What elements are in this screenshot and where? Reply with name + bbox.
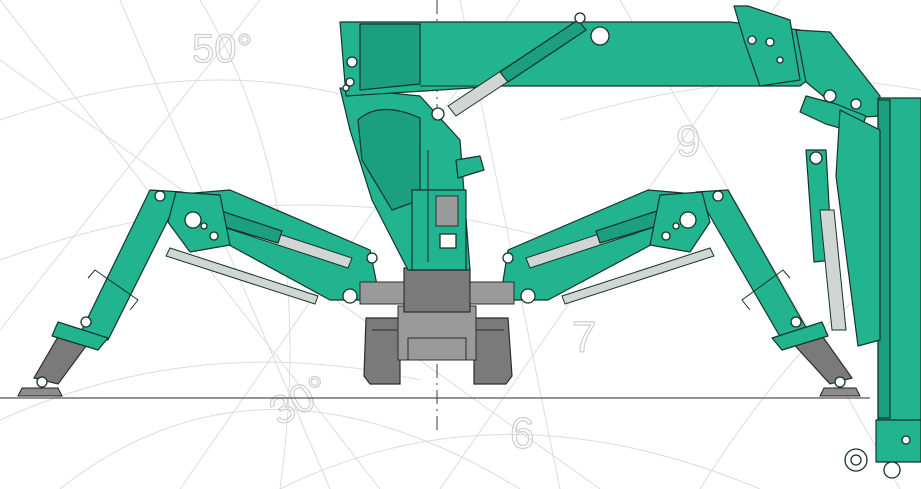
main-boom bbox=[339, 5, 811, 117]
right-outrigger bbox=[499, 189, 861, 397]
central-mast bbox=[339, 87, 485, 271]
radius-label-9: 9 bbox=[676, 117, 700, 166]
angle-label-50: 50° bbox=[192, 27, 253, 71]
radius-label-7: 7 bbox=[572, 313, 596, 362]
jib-arm bbox=[795, 29, 921, 479]
angle-label-30: 30° bbox=[263, 367, 337, 434]
left-outrigger bbox=[17, 189, 381, 397]
undercarriage bbox=[359, 267, 515, 385]
radius-label-6: 6 bbox=[510, 409, 534, 458]
